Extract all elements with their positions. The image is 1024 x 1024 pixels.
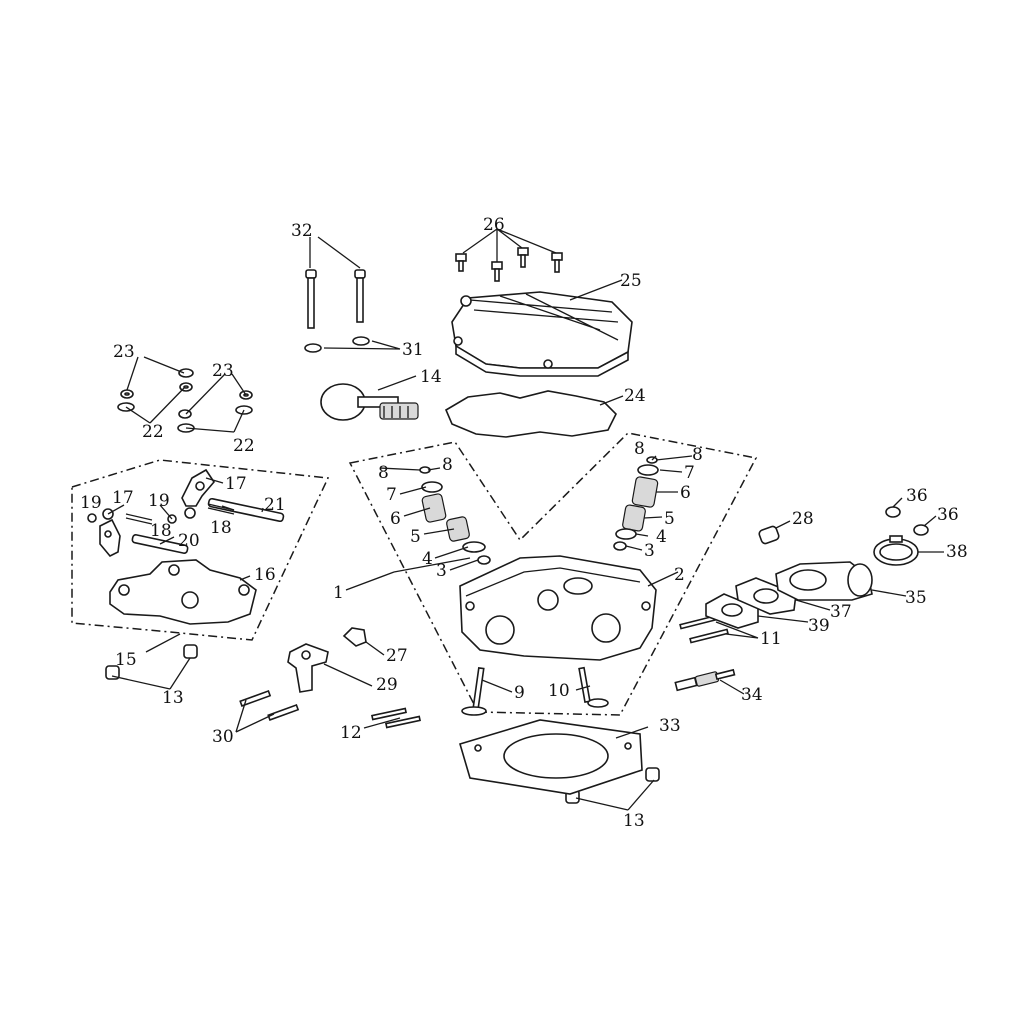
rocker-arms <box>99 468 216 557</box>
callout-38: 38 <box>946 542 968 562</box>
callout-3: 3 <box>644 541 655 561</box>
callout-33: 33 <box>659 716 681 736</box>
callout-22: 22 <box>233 436 255 456</box>
callout-31: 31 <box>402 340 424 360</box>
callout-27: 27 <box>386 646 408 666</box>
callout-8: 8 <box>634 439 645 459</box>
clamp-38 <box>873 535 919 566</box>
valve-cover <box>451 291 633 377</box>
insulator-plate-39 <box>705 593 759 629</box>
valves <box>461 666 609 716</box>
callout-16: 16 <box>254 565 276 585</box>
long-bolts <box>305 269 366 329</box>
callout-39: 39 <box>808 616 830 636</box>
camshaft-holder <box>109 559 257 625</box>
callout-9: 9 <box>514 683 525 703</box>
callout-4: 4 <box>422 549 433 569</box>
small-rollers <box>87 507 196 524</box>
callout-13: 13 <box>162 688 184 708</box>
callout-10: 10 <box>548 681 570 701</box>
callout-17: 17 <box>225 474 247 494</box>
group-outline-cylinder-head <box>348 432 758 716</box>
callout-7: 7 <box>684 463 695 483</box>
callout-18: 18 <box>150 521 172 541</box>
callout-19: 19 <box>80 493 102 513</box>
callout-35: 35 <box>905 588 927 608</box>
callout-29: 29 <box>376 675 398 695</box>
callout-11: 11 <box>760 629 782 649</box>
nuts-washers <box>117 368 253 433</box>
callout-25: 25 <box>620 271 642 291</box>
callout-20: 20 <box>178 531 200 551</box>
callout-5: 5 <box>664 509 675 529</box>
callout-15: 15 <box>115 650 137 670</box>
cylinder-gasket <box>459 719 643 795</box>
gasket-37 <box>735 577 797 615</box>
camshaft <box>320 383 419 421</box>
callout-21: 21 <box>264 495 286 515</box>
callout-6: 6 <box>680 483 691 503</box>
callout-36: 36 <box>937 505 959 525</box>
leader-lines <box>107 228 944 811</box>
plug-28 <box>758 525 780 545</box>
callout-30: 30 <box>212 727 234 747</box>
callout-8: 8 <box>378 463 389 483</box>
cover-gasket <box>444 390 617 438</box>
callout-13: 13 <box>623 811 645 831</box>
callout-34: 34 <box>741 685 763 705</box>
callout-2: 2 <box>674 565 685 585</box>
callout-22: 22 <box>142 422 164 442</box>
nuts-36 <box>885 506 929 536</box>
callout-37: 37 <box>830 602 852 622</box>
cylinder-head <box>459 555 657 661</box>
callout-32: 32 <box>291 221 313 241</box>
callout-8: 8 <box>442 455 453 475</box>
group-outline-rocker <box>71 459 330 641</box>
washers-31 <box>304 336 370 353</box>
cover-bolts <box>455 247 563 282</box>
callout-18: 18 <box>210 518 232 538</box>
callout-4: 4 <box>656 527 667 547</box>
callout-1: 1 <box>333 583 344 603</box>
callout-12: 12 <box>340 723 362 743</box>
callout-23: 23 <box>113 342 135 362</box>
callout-8: 8 <box>692 445 703 465</box>
intake-manifold-35 <box>775 561 873 601</box>
valve-springs-left <box>419 466 491 565</box>
callout-17: 17 <box>112 488 134 508</box>
callout-26: 26 <box>483 215 505 235</box>
callout-14: 14 <box>420 367 442 387</box>
callout-labels: 1 2 3 3 4 4 5 5 6 6 7 7 8 8 8 8 9 10 11 … <box>80 215 968 831</box>
callout-24: 24 <box>624 386 646 406</box>
callout-6: 6 <box>390 509 401 529</box>
cap-27 <box>342 627 367 647</box>
callout-3: 3 <box>436 561 447 581</box>
valve-springs-right <box>613 456 659 551</box>
callout-7: 7 <box>386 485 397 505</box>
studs <box>239 614 729 729</box>
callout-5: 5 <box>410 527 421 547</box>
callout-36: 36 <box>906 486 928 506</box>
callout-19: 19 <box>148 491 170 511</box>
sensor-34 <box>674 668 736 692</box>
thermostat-housing <box>287 643 329 693</box>
callout-28: 28 <box>792 509 814 529</box>
callout-23: 23 <box>212 361 234 381</box>
